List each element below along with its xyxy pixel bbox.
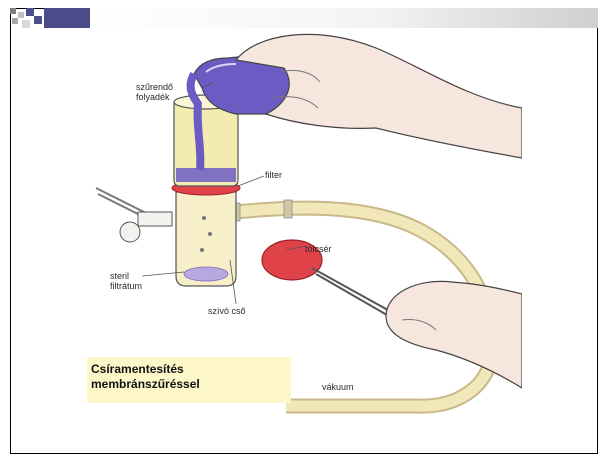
label-liquid-line1: szűrendő [136,82,173,92]
caption-line-1: Csíramentesítés [91,362,287,377]
label-filter: filter [265,170,282,180]
label-filtrate-line1: steril [110,271,129,281]
caption-line-2: membránszűréssel [91,377,287,392]
receiving-flask [176,192,236,286]
caption-box: Csíramentesítés membránszűréssel [87,357,291,403]
title-gradient-bar [90,8,598,28]
label-liquid-line2: folyadék [136,92,170,102]
label-filtrate-line2: filtrátum [110,281,142,291]
label-vacuum: vákuum [322,382,354,392]
decorative-squares-icon [10,8,90,28]
label-funnel: tölcsér [305,244,332,254]
label-suction: szívó cső [208,306,246,316]
slide-title-bar [10,8,598,28]
hand-bottom [386,281,522,388]
